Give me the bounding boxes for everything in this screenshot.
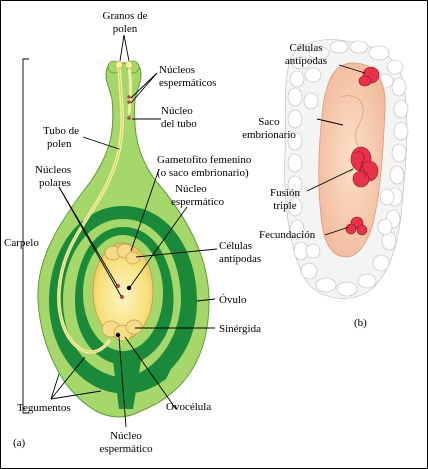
label-antipodal-a-line1: Células — [219, 240, 252, 252]
label-sperm-nucleus-bottom-line1: Núcleo — [110, 430, 142, 442]
label-carpel: Carpelo — [4, 237, 39, 249]
label-tube-nucleus-line1: Núcleo — [161, 105, 193, 117]
label-triple-fusion-line2: triple — [273, 200, 296, 212]
label-pollen-line2: polen — [113, 23, 138, 35]
label-polar-nuclei-line1: Núcleos — [35, 164, 71, 176]
label-embryo-sac-line2: embrionario — [242, 129, 296, 141]
pollen-grain — [115, 61, 123, 69]
label-triple-fusion-line1: Fusión — [270, 187, 300, 199]
panel-a-label: (a) — [13, 437, 26, 449]
fertilization-cells — [345, 216, 368, 236]
label-sperm-nucleus-top-line1: Núcleo — [175, 183, 207, 195]
label-sperm-nucleus-bottom-line2: espermático — [99, 443, 153, 455]
label-pollen-line1: Granos de — [103, 10, 148, 22]
egg-apparatus — [101, 319, 143, 342]
label-fertilization: Fecundación — [259, 229, 316, 241]
label-polar-nuclei-line2: polares — [39, 177, 71, 189]
label-gametophyte-line2: (o saco embrionario) — [157, 167, 249, 179]
leader-lines-b — [306, 64, 366, 236]
triple-fusion-nucleus — [350, 146, 379, 188]
label-ovule: Óvulo — [219, 294, 247, 306]
panel-a: Granos de polen Núcleos espermáticos Núc… — [4, 10, 261, 455]
label-tube-nucleus-line2: del tubo — [161, 118, 197, 130]
label-sperm-nuclei-line1: Núcleos — [159, 64, 195, 76]
sperm-nucleus-dot — [115, 332, 121, 338]
label-antipodal-a-line2: antípodas — [219, 253, 261, 265]
leader-lines-a — [50, 34, 218, 428]
label-egg-cell: Ovocélula — [166, 401, 211, 413]
label-gametophyte-line1: Gametofito femenino — [157, 154, 252, 166]
label-integuments: Tegumentos — [17, 402, 71, 414]
carpel-bracket — [22, 58, 29, 414]
label-antipodal-b-line1: Células — [290, 42, 323, 54]
label-sperm-nucleus-top-line2: espermático — [171, 196, 225, 208]
panel-b-label: (b) — [354, 317, 367, 329]
pollen-tube-2 — [127, 65, 132, 115]
label-sperm-nuclei-line2: espermáticos — [159, 77, 216, 89]
label-synergid: Sinérgida — [219, 323, 261, 335]
label-pollen-tube-line2: polen — [47, 138, 72, 150]
panel-b: Células antípodas Saco embrionario Fusió… — [242, 39, 409, 329]
antipodal-cells-a — [104, 243, 141, 265]
label-embryo-sac-line1: Saco — [258, 116, 280, 128]
pollen-grain — [125, 61, 133, 69]
label-pollen-tube-line1: Tubo de — [43, 125, 79, 137]
antipodal-cells-b — [358, 66, 380, 87]
label-antipodal-b-line2: antípodas — [285, 55, 327, 67]
